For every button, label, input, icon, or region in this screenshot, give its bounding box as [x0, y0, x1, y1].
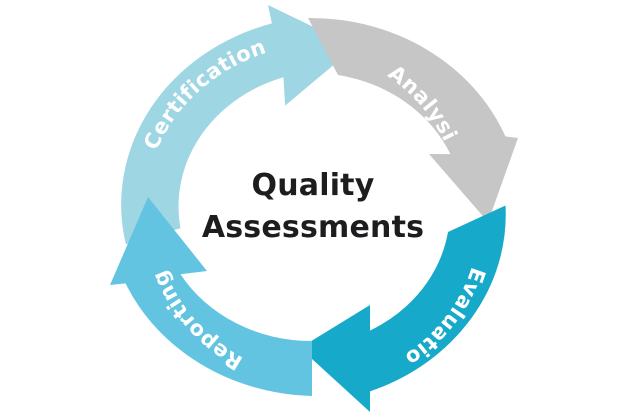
segment-evaluation-arrow — [300, 205, 506, 412]
center-title-line-1: Quality — [251, 168, 375, 203]
segment-reporting-arrow — [110, 197, 312, 396]
center-title: Quality Assessments — [163, 165, 463, 249]
center-title-line-2: Assessments — [201, 210, 425, 245]
segment-analysis-arrow — [308, 17, 518, 223]
segment-certification-arrow — [121, 5, 355, 245]
